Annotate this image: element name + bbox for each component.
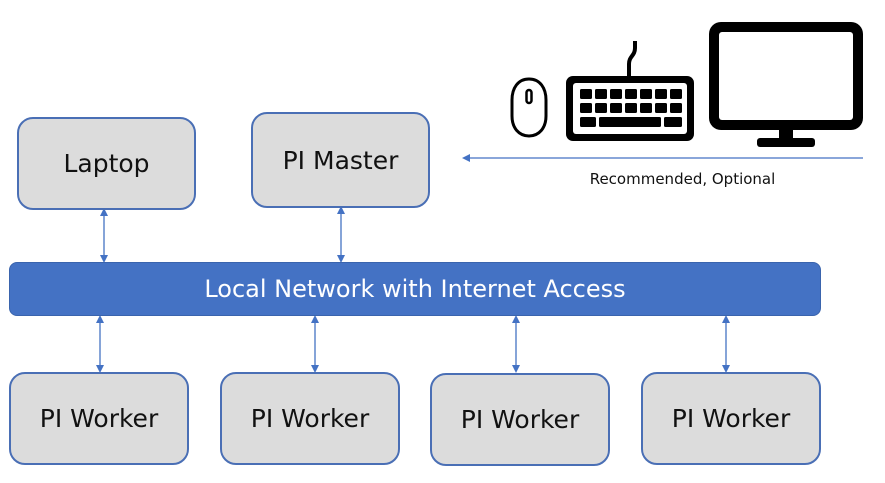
pi-worker-label-1: PI Worker [39, 404, 159, 433]
local-network-bar: Local Network with Internet Access [9, 262, 821, 316]
pi-worker-label-2: PI Worker [250, 404, 370, 433]
mouse-icon [510, 77, 548, 138]
laptop-label: Laptop [63, 149, 150, 178]
laptop-node: Laptop [17, 117, 196, 210]
peripherals-caption: Recommended, Optional [589, 170, 776, 188]
pi-worker-node-2: PI Worker [220, 372, 400, 465]
pi-worker-node-3: PI Worker [430, 373, 610, 466]
pi-master-label: PI Master [282, 145, 399, 175]
pi-worker-label-4: PI Worker [671, 404, 791, 433]
keyboard-icon [566, 41, 694, 141]
pi-master-node: PI Master [251, 112, 430, 208]
local-network-label: Local Network with Internet Access [204, 275, 626, 303]
pi-worker-node-4: PI Worker [641, 372, 821, 465]
pi-worker-node-1: PI Worker [9, 372, 189, 465]
monitor-icon [709, 22, 863, 147]
pi-worker-label-3: PI Worker [460, 405, 580, 434]
